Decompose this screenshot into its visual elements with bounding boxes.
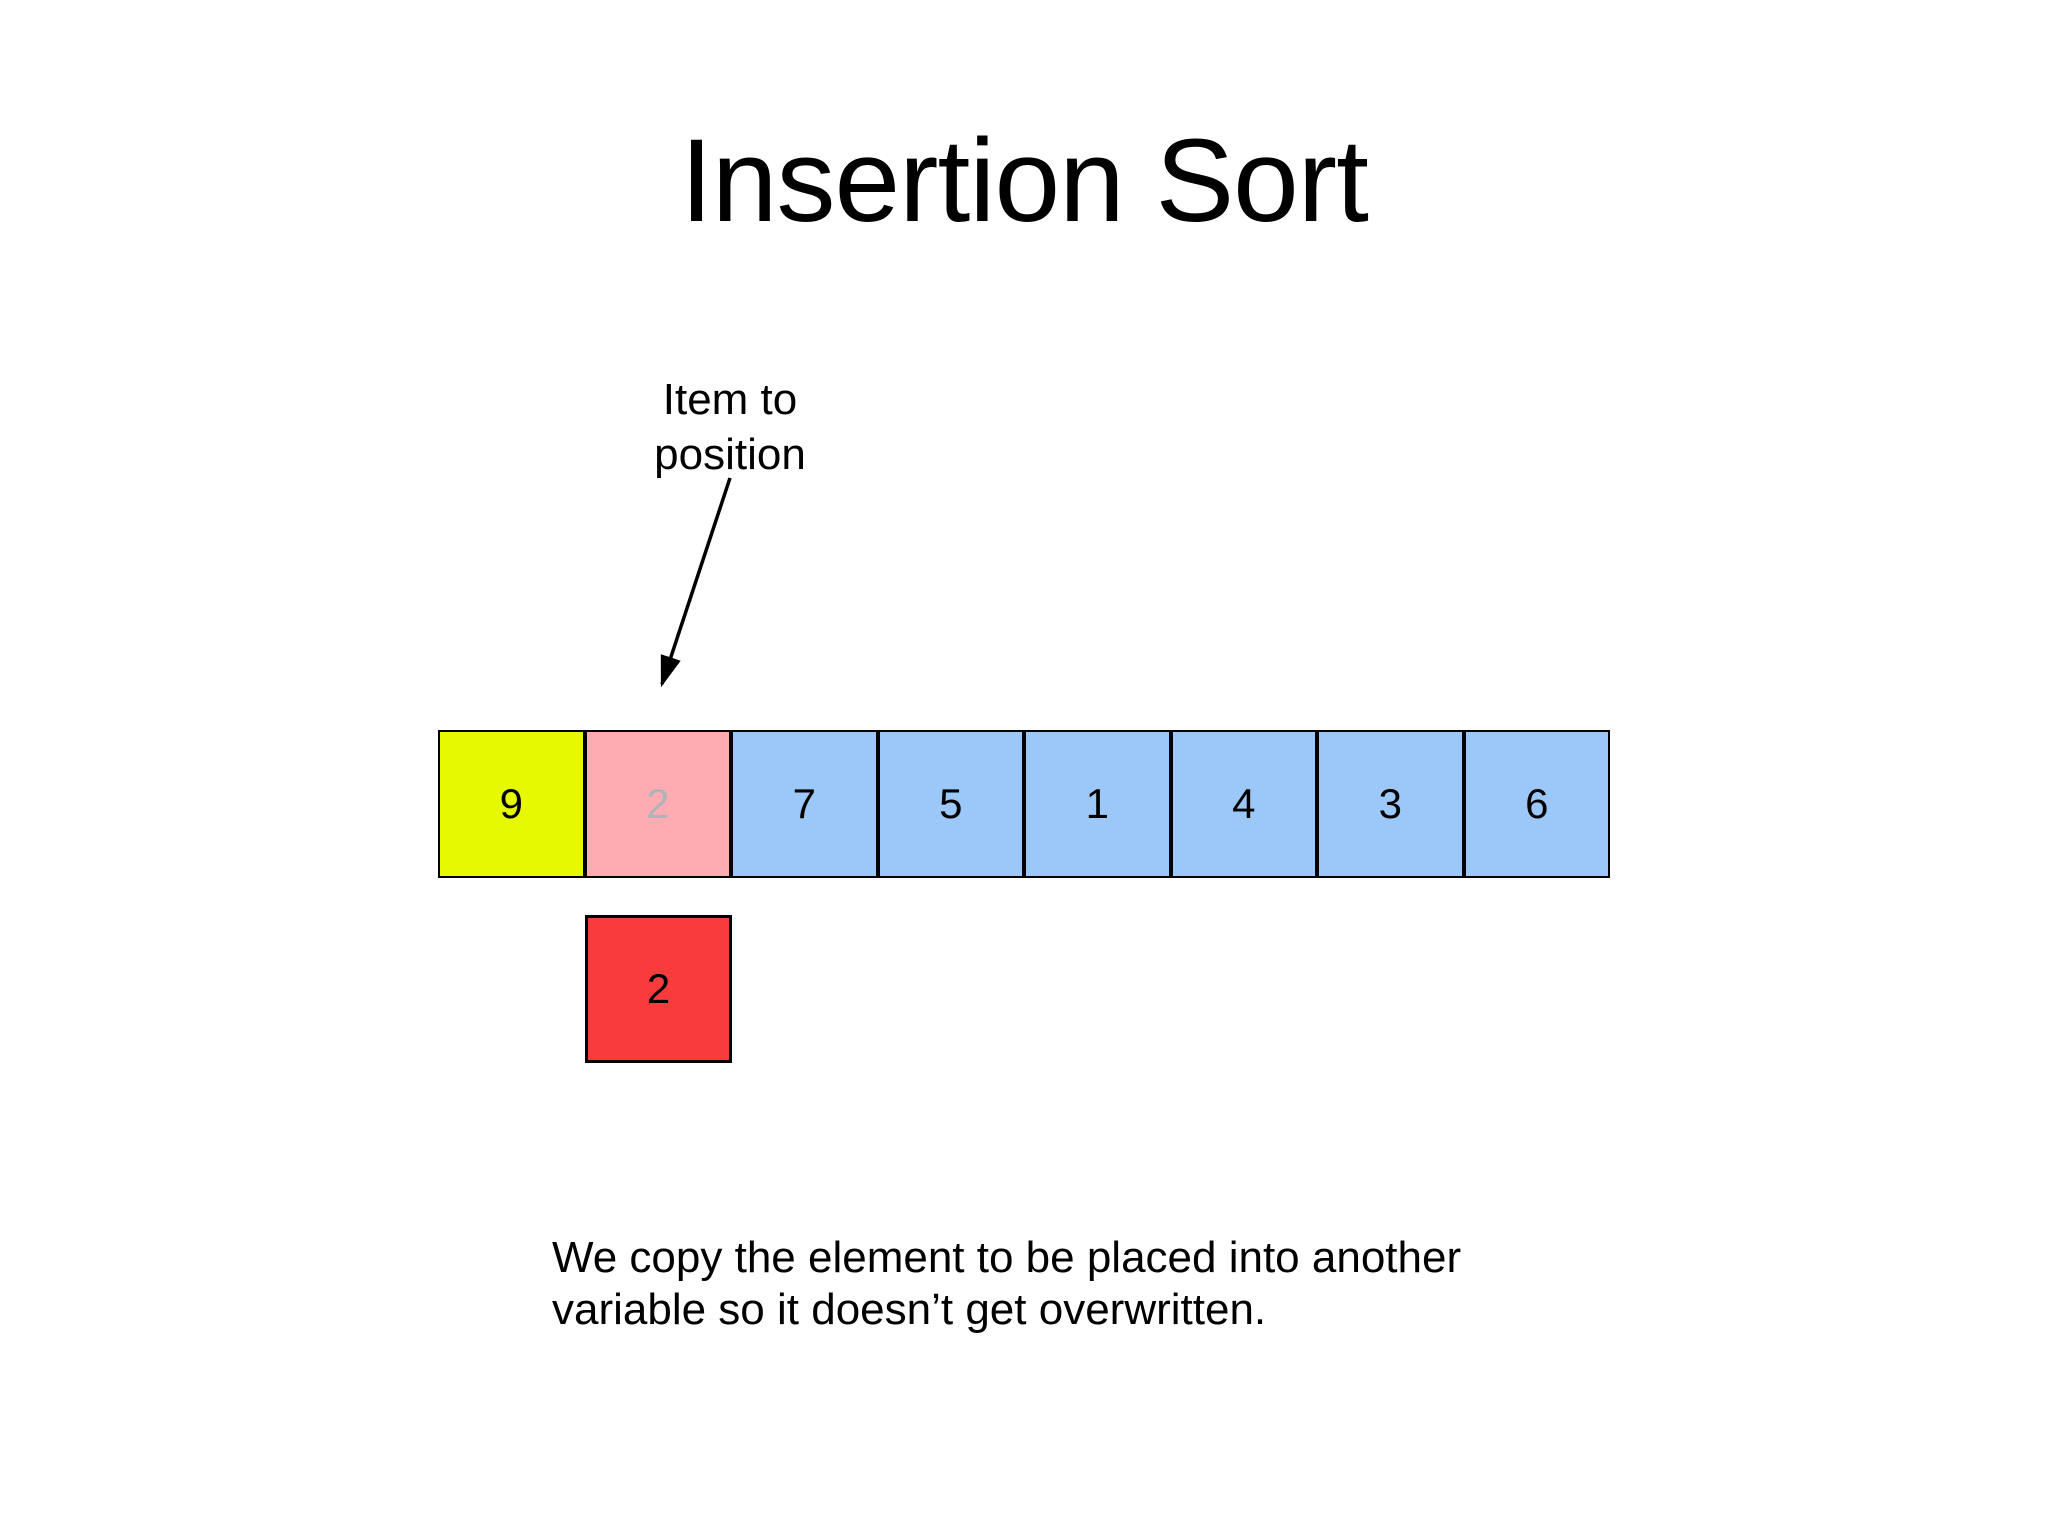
item-to-position-label: Item to position [654, 375, 806, 479]
cell-value: 2 [646, 965, 671, 1012]
array-cell-0: 9 [438, 730, 585, 878]
array-cell-6: 3 [1317, 730, 1464, 878]
array-cell-2: 7 [731, 730, 878, 878]
cell-value: 7 [792, 780, 816, 827]
cell-value: 6 [1525, 780, 1549, 827]
cell-value: 2 [646, 780, 670, 827]
cell-value: 5 [939, 780, 963, 827]
array-cell-4: 1 [1024, 730, 1171, 878]
cell-value: 4 [1232, 780, 1256, 827]
slide-title: Insertion Sort [680, 115, 1369, 247]
cell-value: 9 [499, 780, 523, 827]
array-cell-1: 2 [584, 730, 731, 878]
array-row: 9 2 7 5 1 4 3 6 [438, 730, 1610, 878]
copied-element-cell: 2 [585, 915, 732, 1063]
cell-value: 1 [1085, 780, 1109, 827]
array-cell-7: 6 [1463, 730, 1610, 878]
array-cell-5: 4 [1170, 730, 1317, 878]
cell-value: 3 [1378, 780, 1402, 827]
caption-text: We copy the element to be placed into an… [552, 1233, 1462, 1334]
array-cell-3: 5 [877, 730, 1024, 878]
